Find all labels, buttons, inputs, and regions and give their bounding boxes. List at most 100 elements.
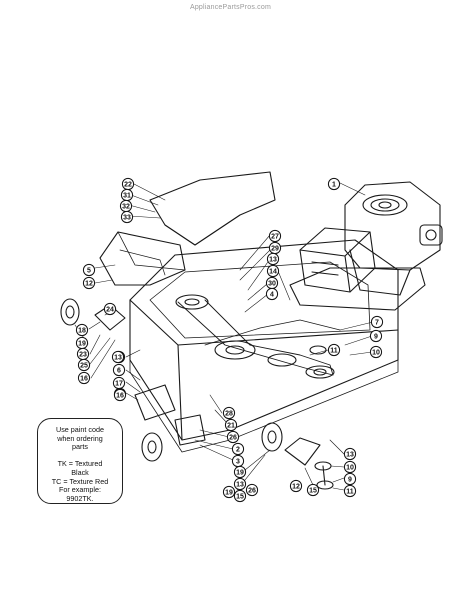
svg-text:7: 7: [375, 320, 379, 327]
svg-text:5: 5: [87, 268, 91, 275]
svg-text:3: 3: [236, 459, 240, 466]
svg-text:22: 22: [124, 182, 132, 189]
svg-text:19: 19: [225, 490, 233, 497]
callout-26: 26: [245, 483, 259, 497]
callout-33: 33: [120, 210, 134, 224]
svg-text:14: 14: [269, 269, 277, 276]
svg-text:32: 32: [122, 204, 130, 211]
callout-9: 9: [369, 329, 383, 343]
callout-22: 22: [121, 177, 135, 191]
engine-plate: [289, 267, 426, 311]
callout-12: 12: [82, 276, 96, 290]
callout-25: 25: [77, 358, 91, 372]
callout-1: 1: [327, 177, 341, 191]
deck-housing: [129, 239, 399, 453]
svg-text:13: 13: [269, 257, 277, 264]
svg-text:9: 9: [374, 334, 378, 341]
svg-text:10: 10: [346, 465, 354, 472]
svg-text:26: 26: [248, 488, 256, 495]
callout-19: 19: [75, 336, 89, 350]
svg-text:4: 4: [270, 292, 274, 299]
callout-13: 13: [266, 252, 280, 266]
callout-3: 3: [231, 454, 245, 468]
svg-text:28: 28: [225, 411, 233, 418]
svg-text:33: 33: [123, 215, 131, 222]
callout-14: 14: [266, 264, 280, 278]
svg-text:13: 13: [114, 355, 122, 362]
gauge-wheels: [60, 298, 283, 462]
svg-text:27: 27: [271, 234, 279, 241]
svg-text:25: 25: [80, 363, 88, 370]
callout-15: 15: [233, 489, 247, 503]
callout-13: 13: [111, 350, 125, 364]
svg-text:16: 16: [80, 376, 88, 383]
callout-27: 27: [268, 229, 282, 243]
callout-21: 21: [224, 418, 238, 432]
note-line: Use paint code: [56, 425, 104, 434]
note-line: For example:: [59, 485, 101, 495]
callout-19: 19: [222, 485, 236, 499]
callout-16: 16: [77, 371, 91, 385]
brackets: [94, 304, 334, 490]
svg-text:10: 10: [372, 350, 380, 357]
svg-text:23: 23: [79, 352, 87, 359]
watermark: AppliancePartsPros.com: [189, 4, 271, 11]
note-line: when ordering: [57, 433, 103, 443]
callout-10: 10: [369, 345, 383, 359]
svg-text:18: 18: [78, 328, 86, 335]
callout-5: 5: [82, 263, 96, 277]
callout-9: 9: [343, 472, 357, 486]
callout-6: 6: [112, 363, 126, 377]
engine: [344, 181, 443, 296]
note-line: TC = Texture Red: [51, 476, 109, 486]
note-line: TK = Textured: [57, 459, 103, 469]
callout-30: 30: [265, 276, 279, 290]
svg-text:13: 13: [236, 482, 244, 489]
callout-12: 12: [289, 479, 303, 493]
callout-31: 31: [120, 188, 134, 202]
svg-text:15: 15: [309, 488, 317, 495]
callout-19: 19: [233, 465, 247, 479]
note-line: parts: [72, 442, 88, 452]
discharge-chute: [99, 231, 186, 286]
svg-text:17: 17: [115, 381, 123, 388]
callout-24: 24: [103, 302, 117, 316]
svg-text:13: 13: [346, 452, 354, 459]
svg-text:9: 9: [348, 477, 352, 484]
callout-32: 32: [119, 199, 133, 213]
svg-text:24: 24: [106, 307, 114, 314]
callout-11: 11: [343, 484, 357, 498]
callout-4: 4: [265, 287, 279, 301]
callout-17: 17: [112, 376, 126, 390]
svg-text:30: 30: [268, 281, 276, 288]
svg-text:26: 26: [229, 435, 237, 442]
svg-text:2: 2: [236, 447, 240, 454]
callout-16: 16: [113, 388, 127, 402]
callout-11: 11: [327, 343, 341, 357]
svg-text:21: 21: [227, 423, 235, 430]
callout-13: 13: [343, 447, 357, 461]
svg-text:11: 11: [330, 348, 338, 355]
callout-28: 28: [222, 406, 236, 420]
svg-text:12: 12: [292, 484, 300, 491]
svg-text:29: 29: [271, 246, 279, 253]
callout-26: 26: [226, 430, 240, 444]
callout-18: 18: [75, 323, 89, 337]
callout-2: 2: [231, 442, 245, 456]
callout-13: 13: [233, 477, 247, 491]
svg-text:19: 19: [236, 470, 244, 477]
callout-23: 23: [76, 347, 90, 361]
svg-text:31: 31: [123, 193, 131, 200]
svg-text:15: 15: [236, 494, 244, 501]
svg-text:1: 1: [332, 182, 336, 189]
svg-text:12: 12: [85, 281, 93, 288]
note-line: 9902TK.: [66, 493, 94, 503]
callout-15: 15: [306, 483, 320, 497]
svg-text:11: 11: [346, 489, 354, 496]
svg-text:19: 19: [78, 341, 86, 348]
note-line: Black: [71, 467, 89, 477]
callout-7: 7: [370, 315, 384, 329]
belt: [177, 299, 334, 376]
callout-10: 10: [343, 460, 357, 474]
